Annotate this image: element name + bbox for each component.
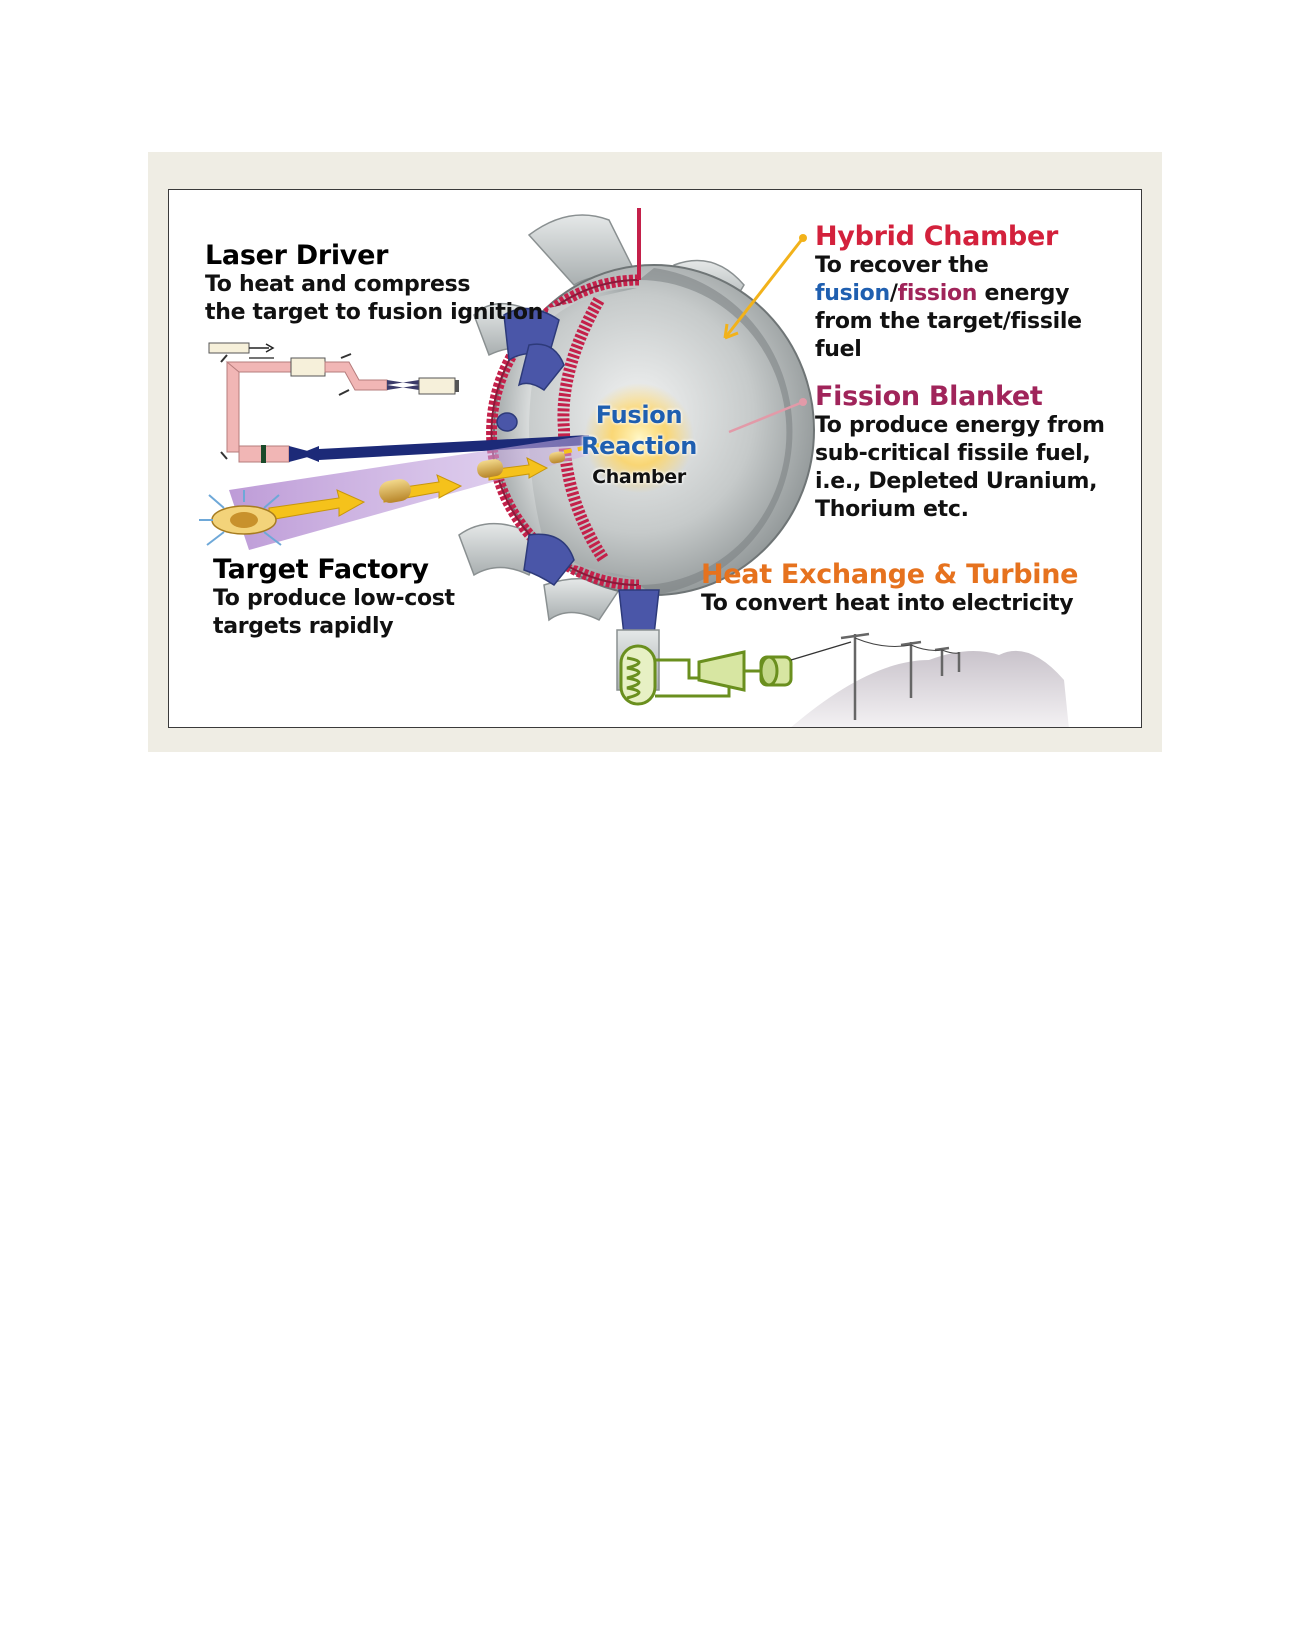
heat-exchange-line-1: To convert heat into electricity bbox=[701, 591, 1074, 616]
chamber-text: Chamber bbox=[592, 466, 686, 488]
hybrid-chamber-line-2: fusion/fission energy bbox=[815, 280, 1082, 308]
slash-text: / bbox=[889, 281, 898, 306]
target-factory-source bbox=[199, 490, 282, 546]
hybrid-chamber-label: Hybrid Chamber To recover the fusion/fis… bbox=[815, 222, 1082, 364]
target-factory-title: Target Factory bbox=[213, 554, 429, 585]
fission-blanket-title: Fission Blanket bbox=[815, 381, 1043, 412]
fission-blanket-line-1: To produce energy from bbox=[815, 413, 1105, 438]
fusion-text: Fusion bbox=[595, 401, 683, 429]
blue-ports bbox=[496, 307, 660, 636]
laser-driver-line-2: the target to fusion ignition bbox=[205, 300, 544, 325]
target-factory-line-2: targets rapidly bbox=[213, 614, 394, 639]
hybrid-chamber-line-4: fuel bbox=[815, 337, 862, 362]
target-factory-label: Target Factory To produce low-cost targe… bbox=[213, 555, 455, 641]
leader-lines bbox=[723, 234, 807, 434]
laser-driver-line-1: To heat and compress bbox=[205, 272, 471, 297]
power-lines bbox=[790, 632, 1069, 727]
hybrid-reactor-illustration bbox=[199, 208, 1069, 727]
fission-blanket-line-3: i.e., Depleted Uranium, bbox=[815, 469, 1098, 494]
fission-blanket-line-2: sub-critical fissile fuel, bbox=[815, 441, 1091, 466]
laser-driver-title: Laser Driver bbox=[205, 240, 389, 271]
fission-blanket-line-4: Thorium etc. bbox=[815, 497, 969, 522]
fission-blanket-label: Fission Blanket To produce energy from s… bbox=[815, 382, 1105, 524]
reaction-center-label: Fusion Reaction Chamber bbox=[574, 400, 704, 492]
reaction-text: Reaction bbox=[580, 432, 698, 460]
hybrid-chamber-line-3: from the target/fissile bbox=[815, 309, 1082, 334]
target-injection-beam bbox=[229, 435, 600, 550]
heat-exchanger-turbine bbox=[619, 644, 793, 706]
hybrid-chamber-sphere bbox=[486, 208, 815, 610]
energy-word: energy bbox=[977, 281, 1070, 306]
laser-driver-optics bbox=[208, 342, 589, 463]
fission-word: fission bbox=[897, 281, 978, 306]
heat-exchange-label: Heat Exchange & Turbine To convert heat … bbox=[701, 560, 1078, 618]
heat-exchange-title: Heat Exchange & Turbine bbox=[701, 559, 1079, 590]
diagram-frame: Laser Driver To heat and compress the ta… bbox=[148, 152, 1162, 752]
hybrid-chamber-title: Hybrid Chamber bbox=[815, 221, 1058, 252]
target-factory-line-1: To produce low-cost bbox=[213, 586, 455, 611]
fusion-word: fusion bbox=[815, 281, 890, 306]
hybrid-chamber-line-1: To recover the bbox=[815, 253, 989, 278]
diagram-panel: Laser Driver To heat and compress the ta… bbox=[168, 189, 1142, 728]
laser-driver-label: Laser Driver To heat and compress the ta… bbox=[205, 241, 543, 327]
